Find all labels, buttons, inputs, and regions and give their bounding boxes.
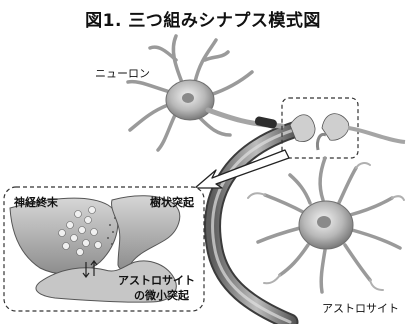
axon-terminal-label: 神経終末 (14, 194, 58, 210)
astrocyte-cell (248, 158, 404, 292)
astrocyte-process-label-line1: アストロサイト (118, 272, 195, 288)
astrocyte-label: アストロサイト (322, 300, 399, 316)
neuron-cell (128, 36, 282, 150)
dendritic-spine-label: 樹状突起 (150, 194, 194, 210)
synapse-highlight (282, 98, 405, 158)
astrocyte-process-label-line2: の微小突起 (134, 287, 189, 303)
neuron-label: ニューロン (95, 65, 150, 81)
